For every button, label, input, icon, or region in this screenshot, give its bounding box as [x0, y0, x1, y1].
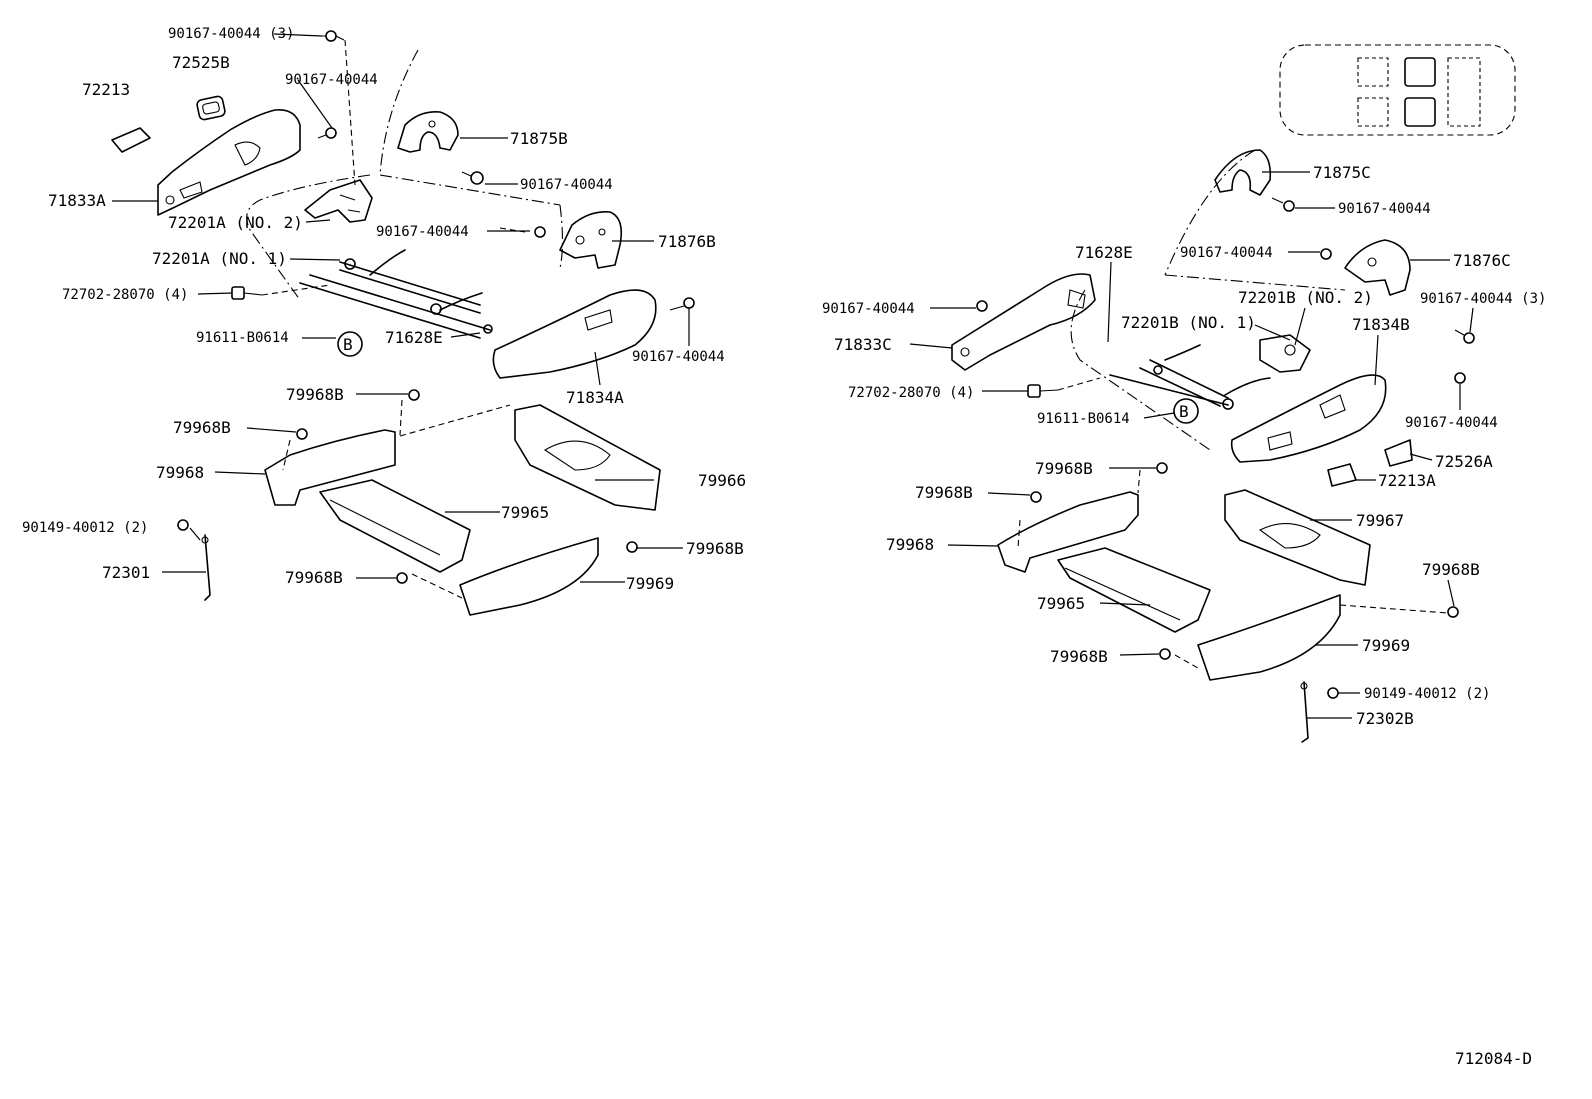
right-seat-assembly: B — [951, 44, 1516, 743]
part-79967-shape — [1224, 489, 1371, 586]
label-72213a: 72213A — [1378, 471, 1436, 490]
left-seat-assembly: B — [111, 30, 695, 616]
seat-position-rear-left — [1357, 97, 1389, 127]
label-90167-40044-h: 90167-40044 — [1405, 415, 1498, 431]
callout-b-left-text: B — [343, 335, 353, 354]
label-71876c: 71876C — [1453, 251, 1511, 270]
label-90149-40012-2-right: 90149-40012 (2) — [1364, 686, 1490, 702]
callout-b-right-text: B — [1179, 402, 1189, 421]
labels-left: 90167-40044 (3) 72525B 72213 90167-40044… — [22, 26, 746, 593]
seat-position-front-left — [1357, 57, 1389, 87]
label-72702-28070-4: 72702-28070 (4) — [62, 287, 188, 303]
label-79968b-g: 79968B — [1422, 560, 1480, 579]
label-71628e: 71628E — [385, 328, 443, 347]
callout-b-right — [1173, 398, 1199, 424]
label-79968b-a: 79968B — [286, 385, 344, 404]
part-71833a-shape — [157, 108, 301, 216]
part-71875b-shape — [397, 110, 459, 153]
label-79965-right: 79965 — [1037, 594, 1085, 613]
labels-right: 71875C 90167-40044 90167-40044 71876C 71… — [822, 163, 1546, 728]
part-71876b-shape — [559, 210, 623, 269]
label-90167-40044-e: 90167-40044 — [1338, 201, 1431, 217]
label-79968b-c: 79968B — [686, 539, 744, 558]
label-79968b-b: 79968B — [173, 418, 231, 437]
part-72526a-shape — [1384, 439, 1413, 467]
part-72213a-shape — [1327, 463, 1357, 487]
label-72201a-no2: 72201A (NO. 2) — [168, 213, 303, 232]
label-72201b-no2: 72201B (NO. 2) — [1238, 288, 1373, 307]
label-71875b: 71875B — [510, 129, 568, 148]
part-72525b-shape — [196, 95, 226, 121]
label-72201a-no1: 72201A (NO. 1) — [152, 249, 287, 268]
part-79965-right-shape — [1057, 547, 1211, 633]
label-90167-40044-3-right: 90167-40044 (3) — [1420, 291, 1546, 307]
part-71876c-shape — [1344, 239, 1411, 296]
diagram-code: 712084-D — [1455, 1049, 1532, 1068]
part-71833c-shape — [951, 273, 1096, 371]
label-90167-40044-b: 90167-40044 — [520, 177, 613, 193]
label-71833c: 71833C — [834, 335, 892, 354]
label-90149-40012-2: 90149-40012 (2) — [22, 520, 148, 536]
label-71834a: 71834A — [566, 388, 624, 407]
seat-position-rear-bench — [1447, 57, 1481, 127]
label-71834b: 71834B — [1352, 315, 1410, 334]
part-79969-right-shape — [1197, 594, 1341, 681]
label-71628e-right: 71628E — [1075, 243, 1133, 262]
label-90167-40044-g: 90167-40044 — [822, 301, 915, 317]
label-71833a: 71833A — [48, 191, 106, 210]
label-79967: 79967 — [1356, 511, 1404, 530]
label-90167-40044-a: 90167-40044 — [285, 72, 378, 88]
vehicle-inset — [1279, 44, 1516, 136]
part-71875c-shape — [1214, 149, 1272, 196]
label-79968b-h: 79968B — [1050, 647, 1108, 666]
label-79966: 79966 — [698, 471, 746, 490]
label-79969: 79969 — [626, 574, 674, 593]
label-79969-right: 79969 — [1362, 636, 1410, 655]
label-79968b-d: 79968B — [285, 568, 343, 587]
label-72301: 72301 — [102, 563, 150, 582]
label-90167-40044-d: 90167-40044 — [632, 349, 725, 365]
label-72201b-no1: 72201B (NO. 1) — [1121, 313, 1256, 332]
label-79968: 79968 — [156, 463, 204, 482]
label-72213: 72213 — [82, 80, 130, 99]
label-90167-40044-c: 90167-40044 — [376, 224, 469, 240]
label-79968b-f: 79968B — [915, 483, 973, 502]
leader-lines — [112, 33, 1474, 719]
part-79968-shape — [264, 429, 396, 506]
label-72526a: 72526A — [1435, 452, 1493, 471]
seat-position-rear-right — [1404, 97, 1436, 127]
label-79968b-e: 79968B — [1035, 459, 1093, 478]
part-79968-right-shape — [997, 491, 1139, 573]
label-72302b: 72302B — [1356, 709, 1414, 728]
part-72213-shape — [111, 127, 151, 153]
seat-position-front-right — [1404, 57, 1436, 87]
part-79969-shape — [459, 537, 599, 616]
label-91611-b0614: 91611-B0614 — [196, 330, 289, 346]
callout-b-left — [337, 331, 363, 357]
label-72525b: 72525B — [172, 53, 230, 72]
label-90167-40044-3-top: 90167-40044 (3) — [168, 26, 294, 42]
label-71876b: 71876B — [658, 232, 716, 251]
label-91611-b0614-right: 91611-B0614 — [1037, 411, 1130, 427]
label-71875c: 71875C — [1313, 163, 1371, 182]
label-72702-28070-4-right: 72702-28070 (4) — [848, 385, 974, 401]
part-79966-shape — [514, 404, 661, 511]
label-79965: 79965 — [501, 503, 549, 522]
part-79965-shape — [319, 479, 471, 573]
part-71834b-shape — [1230, 374, 1387, 463]
label-79968-right: 79968 — [886, 535, 934, 554]
part-71834a-shape — [492, 289, 657, 379]
label-90167-40044-f: 90167-40044 — [1180, 245, 1273, 261]
